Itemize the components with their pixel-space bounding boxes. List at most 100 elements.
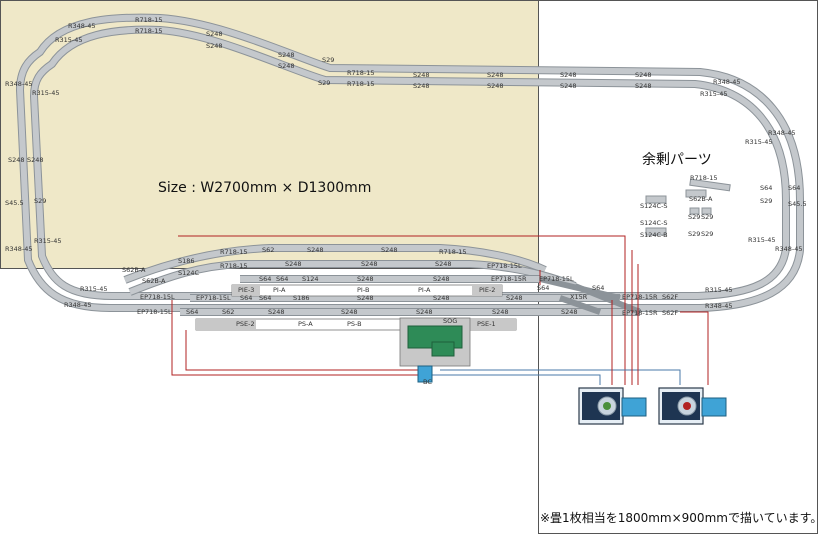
track-label: R348-45	[5, 245, 33, 253]
track-label: R348-45	[713, 78, 741, 86]
platform-label: PS-A	[298, 320, 313, 328]
track-label: S29	[322, 56, 334, 64]
platform-label: BC	[423, 378, 432, 386]
platform-label: PS-B	[347, 320, 362, 328]
track-label: S64	[760, 184, 772, 192]
platform-label: PI-B	[357, 286, 369, 294]
track-label: S248	[635, 71, 652, 79]
spare-part-label: S124C-S	[640, 202, 668, 210]
platform-label: PI-A	[273, 286, 286, 294]
spare-parts	[645, 178, 731, 236]
track-label: S248	[357, 275, 374, 283]
track-label: S124C	[178, 269, 200, 277]
track-label: S248	[268, 308, 285, 316]
track-label: S248	[506, 294, 523, 302]
track-label: R348-45	[68, 22, 96, 30]
track-label: R315-45	[745, 138, 773, 146]
track-label: S248	[413, 71, 430, 79]
track-label: S248	[560, 71, 577, 79]
track-label: S64	[259, 275, 271, 283]
track-label: S64	[592, 284, 604, 292]
track-label: S248	[560, 82, 577, 90]
track-label: S64	[537, 284, 549, 292]
platform-label: PSE-1	[477, 320, 496, 328]
track-label: R718-15	[347, 80, 375, 88]
track-label: R348-45	[775, 245, 803, 253]
track-label: S248	[561, 308, 578, 316]
track-label: S248	[416, 308, 433, 316]
spare-parts-title: 余剰パーツ	[642, 151, 712, 168]
track-label: S248	[361, 260, 378, 268]
track-label: S248	[381, 246, 398, 254]
station-yard	[123, 244, 642, 316]
platform-label: PSE-2	[236, 320, 255, 328]
track-label: S248	[285, 260, 302, 268]
track-label: R718-15	[135, 16, 163, 24]
track-label: S186	[293, 294, 310, 302]
track-label: S62	[262, 246, 274, 254]
spare-part-label: S29	[701, 213, 713, 221]
platforms	[195, 284, 517, 367]
spare-part-label: S29	[701, 230, 713, 238]
track-label: R718-15	[347, 69, 375, 77]
track-label: EP718-15R	[622, 293, 658, 301]
track-label: X15R	[570, 293, 588, 301]
feeder-box	[417, 365, 433, 383]
footnote: ※畳1枚相当を1800mm×900mmで描いています。	[540, 510, 820, 525]
track-label: S248	[206, 42, 223, 50]
track-label: S248	[487, 71, 504, 79]
track-label: S248	[435, 260, 452, 268]
track-label: S29	[318, 79, 330, 87]
track-label: S248	[487, 82, 504, 90]
track-label: S248	[27, 156, 44, 164]
track-label: EP718-15L	[539, 275, 574, 283]
track-label: R315-45	[80, 285, 108, 293]
track-label: S248	[307, 246, 324, 254]
wiring	[171, 235, 709, 385]
track-label: S248	[206, 30, 223, 38]
track-label: S248	[433, 294, 450, 302]
controller-left	[578, 387, 647, 425]
track-label: R315-45	[748, 236, 776, 244]
track-label: S29	[760, 197, 772, 205]
track-label: S64	[788, 184, 800, 192]
track-label: EP718-15L	[487, 262, 522, 270]
track-label: R718-15	[135, 27, 163, 35]
track-label: S248	[413, 82, 430, 90]
track-label: S64	[240, 294, 252, 302]
track-label: S248	[357, 294, 374, 302]
spare-part-label: S29	[688, 230, 700, 238]
spare-part-label: S124C-B	[640, 231, 668, 239]
track-label: R315-45	[32, 89, 60, 97]
spare-part-label: S29	[688, 213, 700, 221]
track-label: EP718-15L	[137, 308, 172, 316]
track-label: S248	[278, 62, 295, 70]
size-label: Size : W2700mm × D1300mm	[158, 180, 371, 196]
track-label: S29	[34, 197, 46, 205]
track-label: R718-15	[439, 248, 467, 256]
spare-part-label: R718-15	[690, 174, 718, 182]
track-label: R315-45	[34, 237, 62, 245]
track-label: S62	[222, 308, 234, 316]
track-label: R718-15	[220, 262, 248, 270]
track-label: S62F	[662, 293, 678, 301]
baseboard-right	[538, 0, 818, 534]
platform-label: SOG	[443, 317, 457, 325]
spare-part-label: S62B-A	[689, 195, 713, 203]
track-label: R315-45	[55, 36, 83, 44]
track-label: S186	[178, 257, 195, 265]
platform-label: PI-A	[418, 286, 431, 294]
track-label: S62B-A	[142, 277, 166, 285]
platform-label: PIE-2	[479, 286, 495, 294]
track-label: S64	[186, 308, 198, 316]
track-label: R718-15	[220, 248, 248, 256]
track-label: EP718-15L	[196, 294, 231, 302]
outer-loop	[15, 13, 804, 312]
track-label: S45.5	[788, 200, 807, 208]
